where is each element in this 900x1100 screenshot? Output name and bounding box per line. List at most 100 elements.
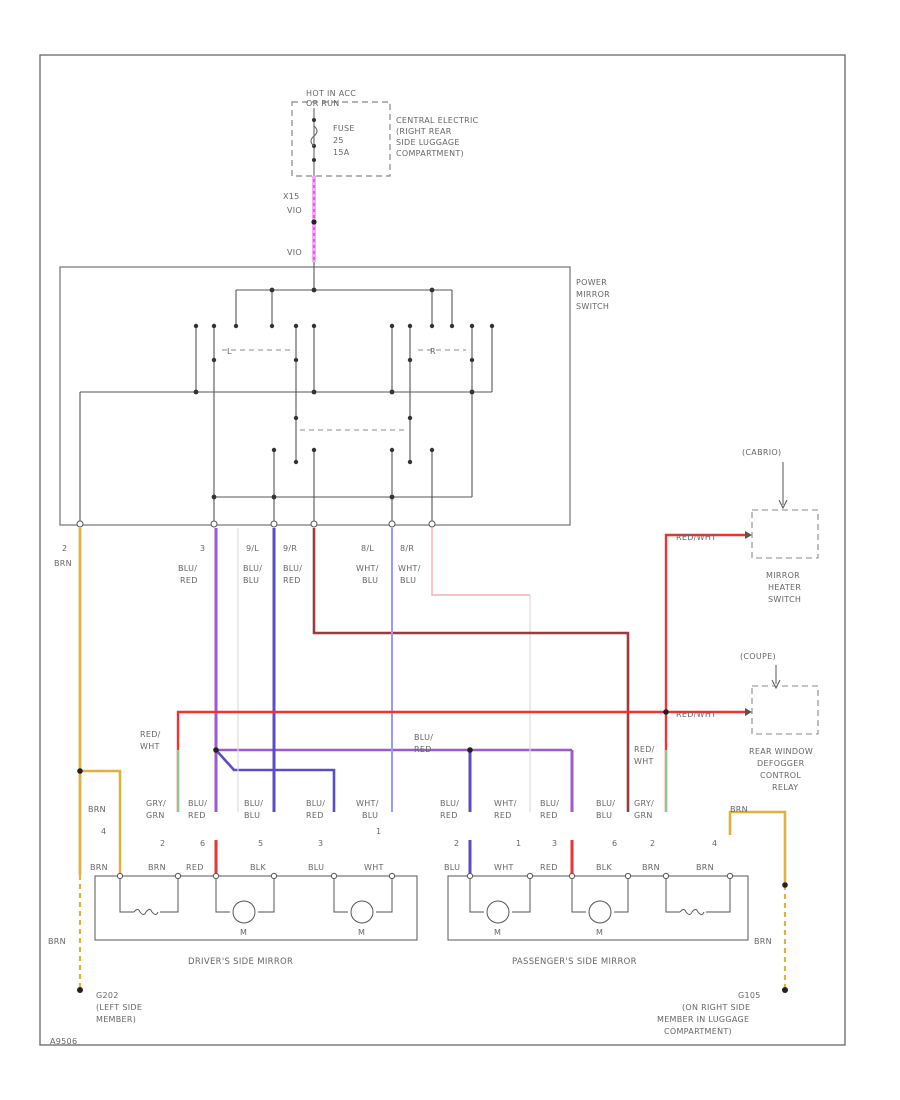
svg-text:COMPARTMENT): COMPARTMENT): [664, 1027, 732, 1036]
svg-text:CENTRAL ELECTRIC: CENTRAL ELECTRIC: [396, 116, 479, 125]
power-mirror-switch: POWER MIRROR SWITCH: [59, 262, 610, 528]
svg-text:RED: RED: [188, 811, 206, 820]
svg-text:4: 4: [101, 827, 106, 836]
svg-text:BRN: BRN: [88, 805, 106, 814]
svg-text:SWITCH: SWITCH: [576, 302, 609, 311]
svg-text:(LEFT SIDE: (LEFT SIDE: [96, 1003, 142, 1012]
svg-text:HEATER: HEATER: [768, 583, 801, 592]
svg-text:BLU/: BLU/: [244, 799, 263, 808]
svg-text:6: 6: [612, 839, 617, 848]
svg-text:WHT/: WHT/: [494, 799, 517, 808]
svg-text:BLU/: BLU/: [306, 799, 325, 808]
svg-text:BRN: BRN: [730, 805, 748, 814]
svg-text:BLU/: BLU/: [188, 799, 207, 808]
svg-text:GRN: GRN: [146, 811, 165, 820]
junction-left-color: WHT: [140, 742, 160, 751]
switch-right-label: R: [430, 347, 436, 356]
svg-text:15A: 15A: [333, 148, 350, 157]
svg-text:BRN: BRN: [90, 863, 108, 872]
svg-text:MIRROR: MIRROR: [576, 290, 610, 299]
svg-text:9/R: 9/R: [283, 544, 297, 553]
switch-pin-labels: 2 BRN 3 BLU/ RED 9/L BLU/ BLU 9/R BLU/ R…: [54, 544, 421, 585]
junction-right-color: WHT: [634, 757, 654, 766]
svg-text:(CABRIO): (CABRIO): [742, 448, 781, 457]
svg-text:3: 3: [552, 839, 557, 848]
svg-text:RED: RED: [540, 863, 558, 872]
fuse-block: HOT IN ACC OR RUN FUSE 25 15A CENTRAL EL…: [291, 89, 479, 177]
svg-text:(ON RIGHT SIDE: (ON RIGHT SIDE: [682, 1003, 750, 1012]
driver-motor-2: M: [358, 928, 365, 937]
switch-left-label: L: [227, 347, 232, 356]
svg-text:WHT/: WHT/: [398, 564, 421, 573]
svg-text:(RIGHT REAR: (RIGHT REAR: [396, 127, 452, 136]
svg-text:RED: RED: [283, 576, 301, 585]
svg-text:SWITCH: SWITCH: [768, 595, 801, 604]
right-ground: BRN G105 (ON RIGHT SIDE MEMBER IN LUGGAG…: [657, 937, 788, 1036]
passenger-mirror: PASSENGER'S SIDE MIRROR M M: [447, 872, 749, 967]
svg-text:RELAY: RELAY: [772, 783, 799, 792]
svg-text:3: 3: [318, 839, 323, 848]
svg-text:RED: RED: [494, 811, 512, 820]
svg-text:3: 3: [200, 544, 205, 553]
passenger-motor-1: M: [494, 928, 501, 937]
svg-text:WHT: WHT: [494, 863, 514, 872]
svg-text:RED: RED: [186, 863, 204, 872]
svg-text:GRY/: GRY/: [146, 799, 166, 808]
svg-text:POWER: POWER: [576, 278, 607, 287]
svg-text:CONTROL: CONTROL: [760, 771, 801, 780]
diagram-code: A9506: [50, 1037, 77, 1046]
diagram-border: [39, 54, 846, 1046]
svg-text:RED: RED: [540, 811, 558, 820]
passenger-mirror-labels: BLU/ RED 2 WHT/ RED 1 BLU/ RED 3 BLU/ BL…: [440, 799, 748, 872]
svg-text:9/L: 9/L: [246, 544, 259, 553]
fuse-wire-color: VIO: [287, 206, 302, 215]
svg-text:MIRROR: MIRROR: [766, 571, 800, 580]
passenger-motor-2: M: [596, 928, 603, 937]
svg-text:BRN: BRN: [148, 863, 166, 872]
svg-text:GRN: GRN: [634, 811, 653, 820]
fuse-wire-id: X15: [283, 192, 300, 201]
left-ground: BRN G202 (LEFT SIDE MEMBER): [48, 937, 142, 1024]
svg-text:BLU: BLU: [400, 576, 416, 585]
svg-text:5: 5: [258, 839, 263, 848]
svg-text:BLU/: BLU/: [540, 799, 559, 808]
driver-mirror: DRIVER'S SIDE MIRROR M M: [94, 872, 418, 967]
svg-text:OR RUN: OR RUN: [306, 99, 340, 108]
svg-text:BLK: BLK: [250, 863, 267, 872]
svg-text:BLU: BLU: [362, 811, 378, 820]
svg-text:WHT: WHT: [364, 863, 384, 872]
svg-text:BRN: BRN: [48, 937, 66, 946]
svg-text:REAR WINDOW: REAR WINDOW: [749, 747, 813, 756]
svg-text:BLU/: BLU/: [243, 564, 262, 573]
svg-text:BLU/: BLU/: [596, 799, 615, 808]
svg-text:4: 4: [712, 839, 717, 848]
svg-text:25: 25: [333, 136, 344, 145]
svg-text:WHT/: WHT/: [356, 799, 379, 808]
svg-text:(COUPE): (COUPE): [740, 652, 776, 661]
svg-text:BLU/: BLU/: [283, 564, 302, 573]
svg-text:2: 2: [62, 544, 67, 553]
svg-text:2: 2: [650, 839, 655, 848]
svg-text:HOT IN ACC: HOT IN ACC: [306, 89, 356, 98]
heater-wire-color: RED/WHT: [676, 533, 716, 542]
svg-text:BLU: BLU: [244, 811, 260, 820]
svg-text:BLU: BLU: [596, 811, 612, 820]
svg-text:BRN: BRN: [754, 937, 772, 946]
svg-text:BLU: BLU: [444, 863, 460, 872]
svg-text:SIDE LUGGAGE: SIDE LUGGAGE: [396, 138, 460, 147]
junction-left-color: RED/: [140, 730, 161, 739]
svg-text:8/R: 8/R: [400, 544, 414, 553]
svg-text:G105: G105: [738, 991, 761, 1000]
svg-text:BLK: BLK: [596, 863, 613, 872]
svg-text:RED: RED: [440, 811, 458, 820]
svg-text:2: 2: [160, 839, 165, 848]
svg-text:BRN: BRN: [54, 559, 72, 568]
svg-text:2: 2: [454, 839, 459, 848]
svg-text:BLU: BLU: [243, 576, 259, 585]
svg-text:BLU/: BLU/: [178, 564, 197, 573]
svg-text:1: 1: [376, 827, 381, 836]
defogger-relay: (COUPE) REAR WINDOW DEFOGGER CONTROL REL…: [676, 652, 819, 792]
svg-text:G202: G202: [96, 991, 119, 1000]
svg-text:BLU/: BLU/: [440, 799, 459, 808]
